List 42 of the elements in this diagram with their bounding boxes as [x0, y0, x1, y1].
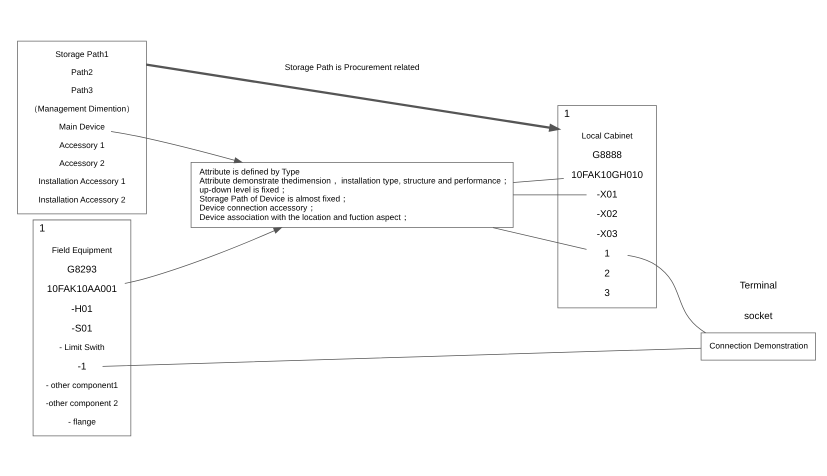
node-text: 10FAK10GH010 — [571, 169, 643, 180]
arrow — [146, 63, 562, 132]
connector — [513, 178, 564, 182]
node-text: 1 — [604, 248, 610, 260]
arrow — [124, 226, 283, 284]
node-text: 3 — [604, 288, 610, 299]
node-text: 2 — [604, 268, 610, 279]
label: socket — [744, 310, 773, 322]
node-text: -other component 2 — [46, 398, 118, 408]
connector — [513, 194, 587, 195]
node-text: -X02 — [596, 208, 618, 220]
label: Terminal — [740, 280, 777, 291]
node-text: G8293 — [67, 264, 97, 276]
cluster — [17, 40, 147, 214]
node-text: - other component1 — [46, 380, 118, 390]
node-text: Main Device — [59, 121, 105, 132]
node-text: -H01 — [71, 303, 93, 314]
node-text: G8888 — [592, 150, 622, 161]
connector — [492, 226, 587, 250]
node-text: Installation Accessory 1 — [38, 176, 126, 186]
node-text: - Limit Swith — [59, 342, 105, 352]
node-box: Connection Demonstration — [700, 332, 816, 360]
node-text: 10FAK10AA001 — [46, 284, 117, 295]
node-text: Installation Accessory 2 — [38, 194, 126, 204]
node-text: Storage Path1 — [55, 48, 109, 58]
node-text: -1 — [78, 361, 86, 372]
connector — [627, 254, 706, 333]
arrow — [110, 130, 244, 163]
node-text: （Management Dimention） — [30, 102, 134, 113]
connector — [102, 347, 702, 366]
node-text: -S01 — [72, 323, 92, 334]
node-box: Attribute is defined by Type Attribute demonstrate thedimension， installation type, structure and performance； up-down level is fixed； Storage Path of Device is almost fixed； Device connection accessory； Device association with the location and fuction aspect； — [190, 161, 514, 228]
node-text: Path2 — [71, 66, 93, 77]
edge-label: Storage Path is Procurement related — [284, 61, 420, 72]
node-text: Path3 — [71, 84, 93, 95]
node-text: Field Equipment — [52, 244, 112, 255]
node-text: Accessory 1 — [59, 139, 105, 150]
node-text: -X01 — [596, 189, 618, 200]
node-text: Local Cabinet — [582, 130, 633, 140]
node-text: - flange — [68, 416, 96, 426]
node-text: Accessory 2 — [59, 157, 105, 168]
node-text: -X03 — [596, 228, 618, 240]
